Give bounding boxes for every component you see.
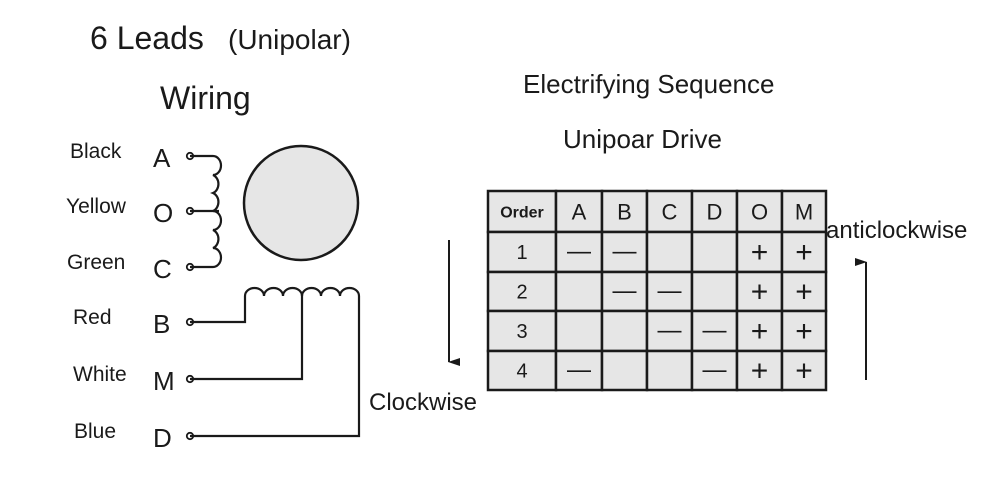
coil-b-d <box>190 286 361 438</box>
lead-color-label: White <box>73 363 127 386</box>
terminal-label: O <box>153 198 173 228</box>
minus-sign: — <box>567 238 591 265</box>
coil-b-d-center-tap <box>190 294 304 381</box>
plus-sign: + <box>795 315 813 348</box>
terminal-label: D <box>153 423 172 453</box>
table-cell <box>486 349 558 392</box>
table-cell <box>554 309 604 353</box>
terminal-label: A <box>153 143 171 173</box>
lead-b: Red B <box>73 306 195 339</box>
table-cell <box>600 189 649 234</box>
lead-a: Black A <box>70 140 195 173</box>
column-header: B <box>617 200 632 225</box>
plus-sign: + <box>751 315 769 348</box>
table-cell <box>645 189 694 234</box>
table-cell <box>690 270 739 313</box>
table-cell <box>645 270 694 313</box>
order-number: 4 <box>516 361 527 383</box>
table-cell <box>554 349 604 392</box>
table-cell <box>600 309 649 353</box>
motor-rotor <box>242 144 360 262</box>
lead-m: White M <box>73 363 195 396</box>
minus-sign: — <box>658 317 682 344</box>
terminal-label: M <box>153 366 175 396</box>
wiring-heading: Wiring <box>160 80 251 116</box>
table-row: 1 — — + + <box>486 230 828 274</box>
terminal-label: C <box>153 254 172 284</box>
table-cell <box>690 230 739 274</box>
lead-o: Yellow O <box>66 195 195 228</box>
table-header-row: Order A B C D O M <box>486 189 828 234</box>
lead-d: Blue D <box>74 420 195 453</box>
order-number: 3 <box>516 321 527 343</box>
table-cell <box>780 349 828 392</box>
table-cell <box>780 230 828 274</box>
minus-sign: — <box>567 357 591 384</box>
minus-sign: — <box>613 238 637 265</box>
sequence-table: Order A B C D O M 1 — — + +2 — — + +3 — — + +4 — — + + <box>486 189 828 392</box>
minus-sign: — <box>703 357 727 384</box>
terminal-label: B <box>153 309 170 339</box>
plus-sign: + <box>795 355 813 388</box>
clockwise-label: Clockwise <box>369 389 477 416</box>
table-row: 4 — — + + <box>486 349 828 392</box>
table-cell <box>645 230 694 274</box>
table-row: 3 — — + + <box>486 309 828 353</box>
column-header: O <box>751 200 768 225</box>
lead-list: Black A Yellow O Green C Red B White M Blue D <box>66 140 195 453</box>
table-cell <box>780 270 828 313</box>
table-cell <box>690 189 739 234</box>
plus-sign: + <box>751 355 769 388</box>
column-header: D <box>707 200 723 225</box>
lead-c: Green C <box>67 251 195 284</box>
drive-heading: Unipoar Drive <box>563 124 722 154</box>
column-header: M <box>795 200 813 225</box>
plus-sign: + <box>795 276 813 309</box>
lead-color-label: Yellow <box>66 195 127 218</box>
plus-sign: + <box>751 276 769 309</box>
lead-color-label: Green <box>67 251 125 274</box>
table-cell <box>735 270 784 313</box>
table-row: 2 — — + + <box>486 270 828 313</box>
order-number: 2 <box>516 282 527 304</box>
table-cell <box>780 309 828 353</box>
lead-color-label: Black <box>70 140 122 163</box>
minus-sign: — <box>658 278 682 305</box>
title: 6 Leads <box>90 20 204 56</box>
table-cell <box>780 189 828 234</box>
order-number: 1 <box>516 242 527 264</box>
table-cell <box>735 230 784 274</box>
plus-sign: + <box>751 236 769 269</box>
anticlockwise-label: anticlockwise <box>826 217 967 244</box>
plus-sign: + <box>795 236 813 269</box>
table-cell <box>600 270 649 313</box>
lead-color-label: Blue <box>74 420 116 443</box>
table-cell <box>645 349 694 392</box>
table-cell <box>690 309 739 353</box>
column-header: C <box>662 200 678 225</box>
minus-sign: — <box>613 278 637 305</box>
column-header: A <box>572 200 587 225</box>
minus-sign: — <box>703 317 727 344</box>
lead-color-label: Red <box>73 306 112 329</box>
sequence-heading: Electrifying Sequence <box>523 69 774 99</box>
table-cell <box>554 270 604 313</box>
column-header: Order <box>500 205 544 222</box>
table-cell <box>600 349 649 392</box>
title-suffix: (Unipolar) <box>228 24 351 55</box>
